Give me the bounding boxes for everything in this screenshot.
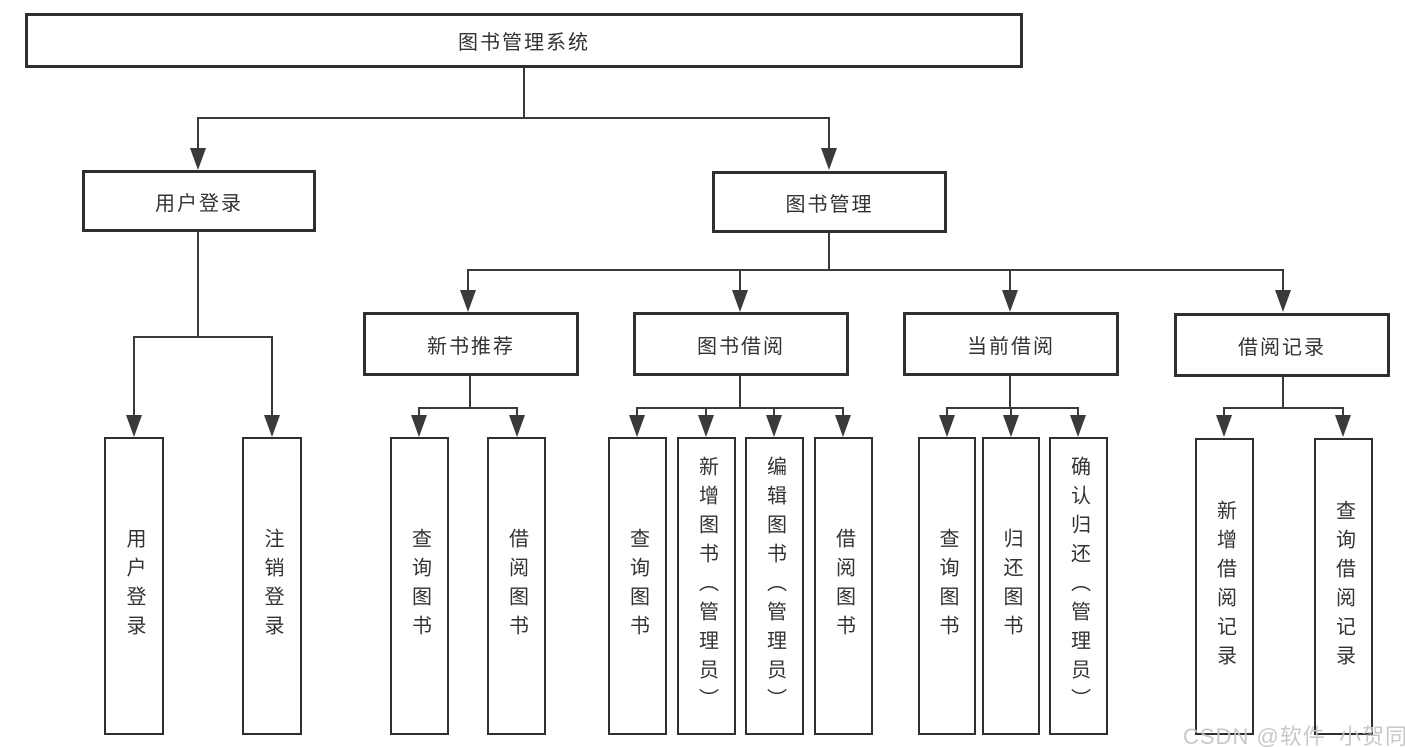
connector-new-book-stem: [469, 376, 471, 409]
node-label: 当前借阅: [967, 335, 1055, 358]
connector-root-splitter: [197, 117, 830, 119]
leaf-label: 确认归还（管理员）: [1067, 455, 1090, 717]
leaf-nb-query-books: 查询图书: [390, 437, 449, 735]
connector-book-borrow-splitter: [636, 407, 844, 409]
node-book-borrowing: 图书借阅: [633, 312, 849, 376]
leaf-label: 注销登录: [261, 528, 283, 644]
leaf-bb-query-books: 查询图书: [608, 437, 667, 735]
connector-root-stem: [523, 68, 525, 119]
connector-to-new-book: [467, 269, 469, 293]
connector-to-book-borrow: [739, 269, 741, 293]
connector-leaf-stem: [1010, 407, 1012, 419]
watermark-text: CSDN @软件_小贺同学: [1183, 724, 1405, 747]
node-user-login: 用户登录: [82, 170, 316, 232]
node-label: 图书管理: [785, 193, 874, 216]
arrow-down-icon: [1216, 415, 1232, 437]
connector-to-book-management: [828, 117, 830, 152]
arrow-down-icon: [1070, 415, 1086, 437]
leaf-label: 查询图书: [408, 528, 431, 644]
arrow-down-icon: [939, 415, 955, 437]
leaf-bb-edit-books-admin: 编辑图书（管理员）: [745, 437, 804, 735]
connector-to-leaf-logout: [271, 336, 273, 418]
leaf-bb-add-books-admin: 新增图书（管理员）: [677, 437, 736, 735]
leaf-label: 新增借阅记录: [1213, 499, 1236, 674]
connector-to-current-borrow: [1009, 269, 1011, 293]
node-label: 图书管理系统: [458, 32, 590, 54]
node-label: 新书推荐: [427, 335, 515, 358]
node-new-book-recommend: 新书推荐: [363, 312, 579, 376]
arrow-down-icon: [766, 415, 782, 437]
leaf-label: 新增图书（管理员）: [695, 455, 718, 717]
connector-leaf-stem: [418, 407, 420, 419]
connector-leaf-stem: [946, 407, 948, 419]
leaf-label: 用户登录: [123, 528, 145, 644]
arrow-down-icon: [835, 415, 851, 437]
leaf-nb-borrow-books: 借阅图书: [487, 437, 546, 735]
connector-leaf-stem: [842, 407, 844, 419]
leaf-label: 借阅图书: [832, 528, 855, 644]
connector-current-borrow-stem: [1009, 376, 1011, 409]
connector-leaf-stem: [1342, 407, 1344, 419]
leaf-br-add-record: 新增借阅记录: [1195, 438, 1254, 735]
leaf-cb-query-books: 查询图书: [918, 437, 976, 735]
arrow-down-icon: [1335, 415, 1351, 437]
leaf-bb-borrow-books: 借阅图书: [814, 437, 873, 735]
leaf-user-login: 用户登录: [104, 437, 164, 735]
node-current-borrowing: 当前借阅: [903, 312, 1119, 376]
node-label: 图书借阅: [697, 335, 785, 358]
connector-current-borrow-splitter: [946, 407, 1079, 409]
connector-leaf-stem: [516, 407, 518, 419]
node-book-management: 图书管理: [712, 171, 947, 233]
leaf-label: 编辑图书（管理员）: [763, 455, 786, 717]
leaf-cb-return-books: 归还图书: [982, 437, 1040, 735]
arrow-down-icon: [698, 415, 714, 437]
arrow-down-icon: [190, 148, 206, 170]
leaf-label: 借阅图书: [505, 528, 528, 644]
arrow-down-icon: [411, 415, 427, 437]
connector-to-user-login: [197, 117, 199, 152]
connector-leaf-stem: [705, 407, 707, 419]
arrow-down-icon: [732, 290, 748, 312]
connector-leaf-stem: [773, 407, 775, 419]
leaf-label: 查询借阅记录: [1332, 499, 1355, 674]
connector-user-login-splitter: [133, 336, 273, 338]
connector-new-book-splitter: [418, 407, 518, 409]
arrow-down-icon: [1003, 415, 1019, 437]
connector-user-login-stem: [197, 232, 199, 338]
node-borrowing-records: 借阅记录: [1174, 313, 1390, 377]
arrow-down-icon: [126, 415, 142, 437]
arrow-down-icon: [1002, 290, 1018, 312]
leaf-br-query-record: 查询借阅记录: [1314, 438, 1373, 735]
leaf-label: 归还图书: [1000, 528, 1022, 644]
arrow-down-icon: [629, 415, 645, 437]
connector-level3-splitter: [467, 269, 1284, 271]
leaf-label: 查询图书: [936, 528, 958, 644]
leaf-cb-confirm-return-admin: 确认归还（管理员）: [1049, 437, 1108, 735]
connector-leaf-stem: [1077, 407, 1079, 419]
connector-borrow-records-splitter: [1223, 407, 1344, 409]
node-library-system: 图书管理系统: [25, 13, 1023, 68]
arrow-down-icon: [460, 290, 476, 312]
connector-borrow-records-stem: [1282, 377, 1284, 409]
connector-leaf-stem: [636, 407, 638, 419]
arrow-down-icon: [509, 415, 525, 437]
arrow-down-icon: [1275, 290, 1291, 312]
arrow-down-icon: [264, 415, 280, 437]
leaf-logout: 注销登录: [242, 437, 302, 735]
connector-to-borrow-records: [1282, 269, 1284, 293]
connector-leaf-stem: [1223, 407, 1225, 419]
connector-book-mgmt-stem: [828, 233, 830, 271]
arrow-down-icon: [821, 148, 837, 170]
leaf-label: 查询图书: [626, 528, 649, 644]
node-label: 借阅记录: [1238, 336, 1326, 359]
connector-book-borrow-stem: [739, 376, 741, 409]
connector-to-leaf-user-login: [133, 336, 135, 418]
node-label: 用户登录: [155, 192, 243, 215]
